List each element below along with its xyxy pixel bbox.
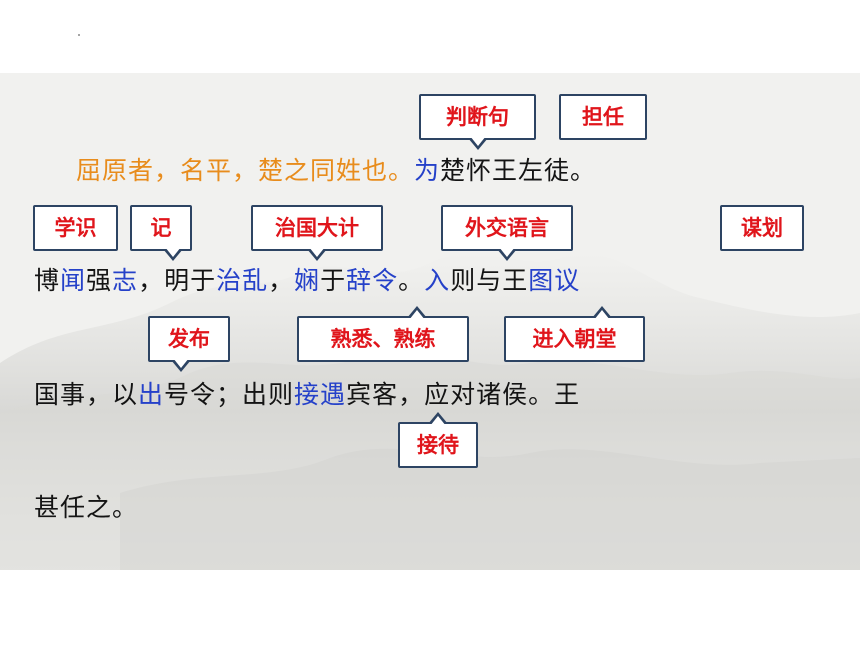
text-line-1: 屈原者，名平，楚之同姓也。为楚怀王左徒。 <box>76 156 596 186</box>
callout-plan: 谋划 <box>720 205 804 251</box>
callout-pointer <box>406 306 427 320</box>
text-segment: 强 <box>86 266 113 295</box>
text-segment: 甚任之。 <box>34 493 139 522</box>
callout-label: 进入朝堂 <box>532 327 617 351</box>
slide-dot <box>78 34 80 36</box>
highlighted-word: 入 <box>424 266 451 295</box>
text-segment: 宾客，应对诸侯。王 <box>346 380 581 409</box>
callout-judgment-sentence: 判断句 <box>419 94 536 150</box>
callout-label: 接待 <box>417 433 459 457</box>
callout-knowledge: 学识 <box>33 205 118 251</box>
callout-pointer <box>428 412 448 426</box>
callout-label: 发布 <box>168 327 210 351</box>
callout-governance: 治国大计 <box>251 205 383 261</box>
callout-receive: 接待 <box>398 412 478 468</box>
callout-pointer <box>162 247 183 261</box>
text-segment: 。 <box>398 266 425 295</box>
callout-pointer <box>171 358 192 372</box>
highlighted-word: 出 <box>138 380 165 409</box>
text-segment: 博 <box>34 266 61 295</box>
text-segment: 国事，以 <box>34 380 139 409</box>
highlighted-word: 接遇 <box>294 380 347 409</box>
highlighted-word: 图议 <box>528 266 581 295</box>
callout-pointer <box>307 247 327 261</box>
callout-remember: 记 <box>130 205 192 261</box>
text-line-4: 甚任之。 <box>34 493 138 523</box>
callout-pointer <box>467 136 488 150</box>
callout-label: 治国大计 <box>275 216 359 240</box>
highlighted-word: 治乱 <box>216 266 269 295</box>
callout-label: 学识 <box>54 216 97 240</box>
highlighted-word: 闻 <box>60 266 87 295</box>
callout-issue: 发布 <box>148 316 230 372</box>
text-segment: ，明于 <box>138 266 217 295</box>
text-segment: 屈原者，名平，楚之同姓也。 <box>76 156 415 185</box>
callout-label: 外交语言 <box>465 216 549 240</box>
callout-familiar: 熟悉、熟练 <box>297 306 469 362</box>
highlighted-word: 辞令 <box>346 266 399 295</box>
highlighted-word: 为 <box>414 156 441 185</box>
callout-pointer <box>497 247 517 261</box>
callout-label: 判断句 <box>446 105 509 129</box>
callout-label: 担任 <box>582 105 624 129</box>
highlighted-word: 志 <box>112 266 139 295</box>
text-line-2: 博闻强志，明于治乱，娴于辞令。入则与王图议 <box>34 266 580 296</box>
callout-label: 记 <box>150 216 172 240</box>
callout-label: 谋划 <box>741 216 783 240</box>
text-segment: 则与王 <box>450 266 529 295</box>
callout-label: 熟悉、熟练 <box>330 327 436 351</box>
text-segment: ， <box>268 266 295 295</box>
text-segment: 号令；出则 <box>164 380 295 409</box>
callout-hold-office: 担任 <box>559 94 647 140</box>
callout-diplomatic-language: 外交语言 <box>441 205 573 261</box>
slide-background <box>0 73 860 570</box>
callout-pointer <box>591 306 612 320</box>
text-line-3: 国事，以出号令；出则接遇宾客，应对诸侯。王 <box>34 380 580 410</box>
highlighted-word: 娴 <box>294 266 321 295</box>
callout-enter-court: 进入朝堂 <box>504 306 645 362</box>
text-segment: 于 <box>320 266 347 295</box>
text-segment: 楚怀王左徒。 <box>440 156 597 185</box>
